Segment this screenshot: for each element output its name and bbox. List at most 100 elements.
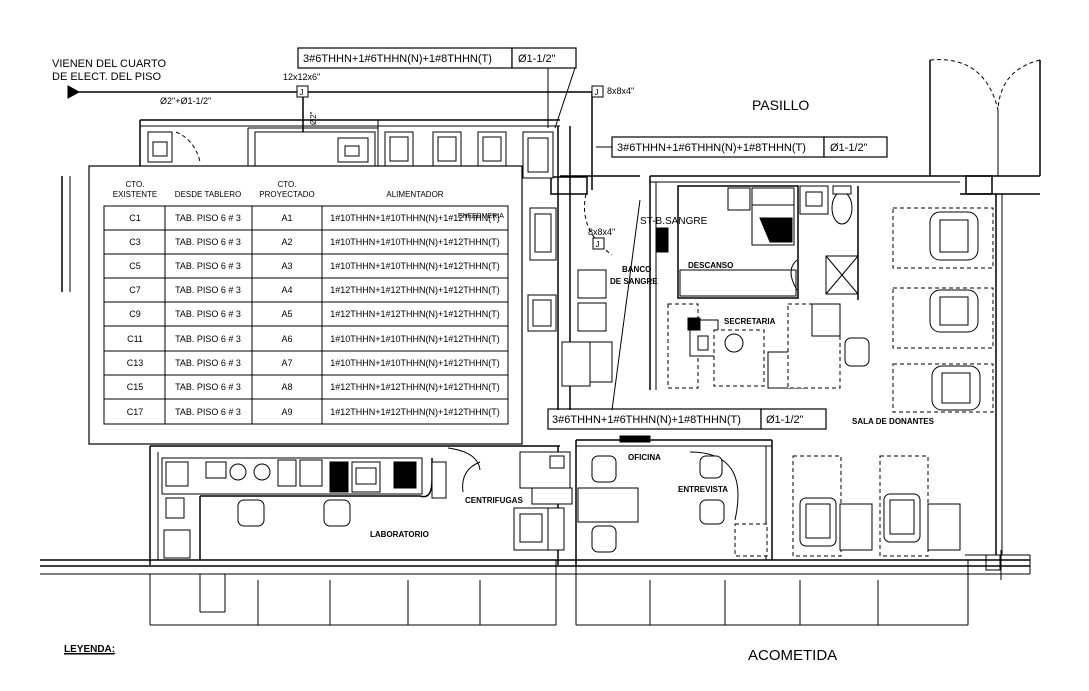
table-frame: [88, 165, 523, 445]
table-cell: A7: [281, 358, 292, 368]
room-label-oficina: OFICINA: [628, 453, 661, 462]
junction-size-top: 12x12x6": [283, 72, 320, 82]
cable-callout-3: 3#6THHN+1#6THHN(N)+1#8THHN(T) Ø1-1/2": [547, 408, 827, 430]
chair-icon: [724, 333, 744, 353]
table-header-alimentador: ALIMENTADOR: [386, 190, 443, 199]
room-label-enfermeria: ENFERMERIA: [458, 213, 504, 220]
table-cell: C9: [129, 309, 141, 319]
junction-box-mid-icon: [592, 237, 605, 250]
junction-letter-3: J: [596, 240, 600, 249]
conduit-vertical-label: Ø2": [309, 111, 318, 125]
table-cell: 1#12THHN+1#12THHN(N)+1#12THHN(T): [330, 382, 500, 392]
chair-icon-3: [591, 455, 617, 483]
table-cell: C3: [129, 237, 141, 247]
legend-title: LEYENDA:: [64, 644, 115, 655]
table-cell: 1#10THHN+1#10THHN(N)+1#12THHN(T): [330, 237, 500, 247]
junction-letter-2: J: [595, 88, 599, 97]
table-row: C15 TAB. PISO 6 # 3 A8 1#12THHN+1#12THHN…: [127, 382, 500, 392]
table-cell: 1#10THHN+1#10THHN(N)+1#12THHN(T): [330, 213, 500, 223]
table-grid: [103, 205, 509, 425]
junction-letter-1: J: [300, 88, 304, 97]
sink-icon-3: [799, 185, 829, 215]
table-cell: TAB. PISO 6 # 3: [175, 382, 241, 392]
table-cell: A6: [281, 334, 292, 344]
table-cell: C5: [129, 261, 141, 271]
table-row: C1 TAB. PISO 6 # 3 A1 1#10THHN+1#10THHN(…: [129, 213, 500, 223]
table-row: C11 TAB. PISO 6 # 3 A6 1#10THHN+1#10THHN…: [127, 334, 500, 344]
microscope-icon: [165, 461, 189, 487]
table-header-cto-existente-1: CTO.: [126, 180, 145, 189]
table-cell: TAB. PISO 6 # 3: [175, 309, 241, 319]
table-cell: 1#12THHN+1#12THHN(N)+1#12THHN(T): [330, 309, 500, 319]
table-cell: C15: [127, 382, 144, 392]
room-label-banco-2: DE SANGRE: [610, 277, 658, 286]
table-cell: A1: [281, 213, 292, 223]
source-line1: VIENEN DEL CUARTO: [52, 58, 167, 70]
table-cell: 1#10THHN+1#10THHN(N)+1#12THHN(T): [330, 334, 500, 344]
chair-icon-5: [699, 455, 723, 479]
callout-1-cable: 3#6THHN+1#6THHN(N)+1#8THHN(T): [303, 53, 492, 65]
room-label-centrifugas: CENTRIFUGAS: [465, 496, 523, 505]
room-label-entrevista: ENTREVISTA: [678, 485, 728, 494]
table-header-cto-proyectado-1: CTO.: [278, 180, 297, 189]
callout-3-conduit: Ø1-1/2": [766, 414, 804, 426]
footer: LEYENDA: ACOMETIDA: [64, 644, 837, 664]
table-cell: TAB. PISO 6 # 3: [175, 213, 241, 223]
building-walls: [40, 59, 1041, 626]
table-cell: A8: [281, 382, 292, 392]
table-cell: C13: [127, 358, 144, 368]
junction-size-mid: 8x8x4": [588, 227, 615, 237]
conduit-top-label: Ø2"+Ø1-1/2": [160, 96, 211, 106]
table-row: C13 TAB. PISO 6 # 3 A7 1#10THHN+1#10THHN…: [127, 358, 500, 368]
chair-icon-4: [591, 525, 617, 553]
donor-room: [792, 207, 994, 557]
table-row: C17 TAB. PISO 6 # 3 A9 1#12THHN+1#12THHN…: [127, 407, 500, 417]
room-label-descanso: DESCANSO: [688, 261, 733, 270]
room-label-banco-1: BANCO: [622, 265, 651, 274]
table-cell: TAB. PISO 6 # 3: [175, 407, 241, 417]
panel-board-icon: [655, 227, 669, 253]
table-row: C3 TAB. PISO 6 # 3 A2 1#10THHN+1#10THHN(…: [129, 237, 500, 247]
chair-icon-2: [844, 337, 870, 367]
lab-furniture: [161, 447, 481, 560]
table-cell: 1#12THHN+1#12THHN(N)+1#12THHN(T): [330, 407, 500, 417]
table-cell: A3: [281, 261, 292, 271]
lab-chair-icon-2: [323, 499, 351, 527]
table-header-cto-proyectado-2: PROYECTADO: [259, 190, 314, 199]
room-label-laboratorio: LABORATORIO: [370, 530, 429, 539]
junction-box-right-icon: [591, 85, 604, 98]
table-cell: TAB. PISO 6 # 3: [175, 237, 241, 247]
table-header-desde-tablero: DESDE TABLERO: [175, 190, 241, 199]
junction-size-right: 8x8x4": [607, 86, 634, 96]
rest-area-furniture: [667, 185, 870, 389]
table-row: C5 TAB. PISO 6 # 3 A3 1#10THHN+1#10THHN(…: [129, 261, 500, 271]
table-cell: C1: [129, 213, 141, 223]
table-cell: 1#10THHN+1#10THHN(N)+1#12THHN(T): [330, 358, 500, 368]
callout-1-conduit: Ø1-1/2": [518, 53, 556, 65]
table-cell: A5: [281, 309, 292, 319]
table-cell: A2: [281, 237, 292, 247]
table-cell: A9: [281, 407, 292, 417]
table-cell: 1#12THHN+1#12THHN(N)+1#12THHN(T): [330, 285, 500, 295]
table-cell: C17: [127, 407, 144, 417]
office-desk-icon: [577, 487, 639, 523]
acometida-label: ACOMETIDA: [748, 647, 837, 664]
callout-2-conduit: Ø1-1/2": [830, 142, 868, 154]
callout-3-cable: 3#6THHN+1#6THHN(N)+1#8THHN(T): [552, 414, 741, 426]
room-label-secretaria: SECRETARIA: [724, 317, 776, 326]
toilet-icon: [831, 191, 853, 225]
room-label-pasillo: PASILLO: [752, 97, 809, 113]
table-cell: TAB. PISO 6 # 3: [175, 334, 241, 344]
table-cell: TAB. PISO 6 # 3: [175, 358, 241, 368]
descanso-room: [677, 185, 799, 299]
table-cell: TAB. PISO 6 # 3: [175, 285, 241, 295]
source-line2: DE ELECT. DEL PISO: [52, 71, 161, 83]
cable-callout-1: 3#6THHN+1#6THHN(N)+1#8THHN(T) Ø1-1/2": [297, 47, 577, 69]
circuit-table: CTO. EXISTENTE DESDE TABLERO CTO. PROYEC…: [88, 165, 523, 445]
table-row: C7 TAB. PISO 6 # 3 A4 1#12THHN+1#12THHN(…: [129, 285, 500, 295]
table-row: C9 TAB. PISO 6 # 3 A5 1#12THHN+1#12THHN(…: [129, 309, 500, 319]
table-cell: 1#10THHN+1#10THHN(N)+1#12THHN(T): [330, 261, 500, 271]
table-header-cto-existente-2: EXISTENTE: [113, 190, 157, 199]
room-label-sala-donantes: SALA DE DONANTES: [852, 417, 935, 426]
